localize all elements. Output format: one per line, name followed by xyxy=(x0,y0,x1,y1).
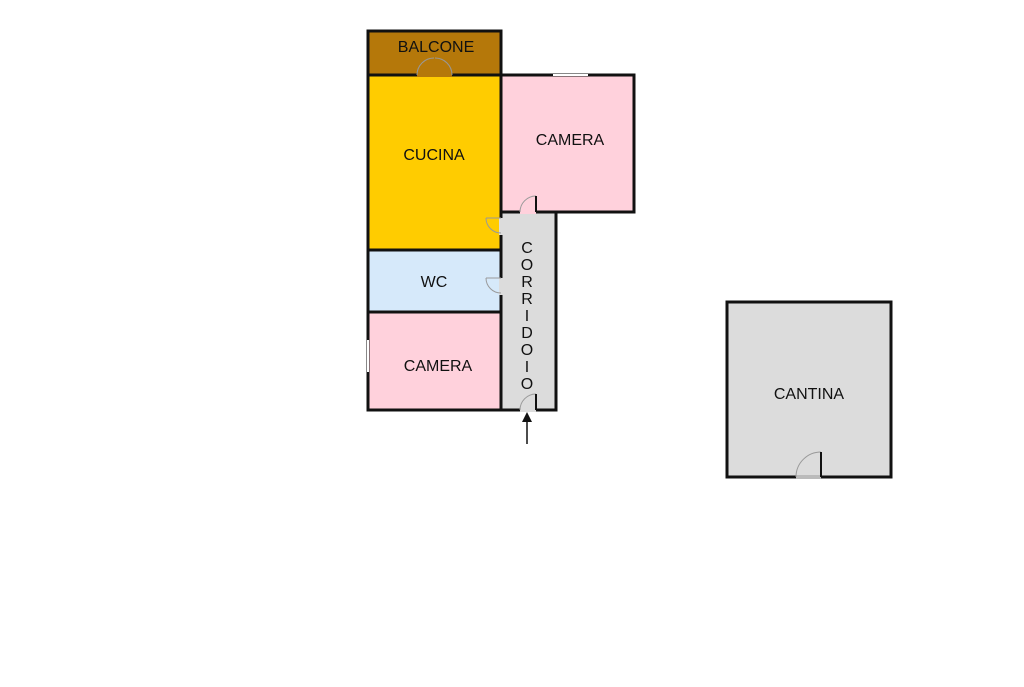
corridoio-letter: I xyxy=(525,359,529,376)
corridoio-letter: D xyxy=(521,325,533,342)
corridoio-letter: O xyxy=(521,376,533,393)
arrow-up-icon xyxy=(522,412,532,444)
doors xyxy=(367,57,822,479)
label-balcone: BALCONE xyxy=(398,39,474,56)
label-camera-bottom: CAMERA xyxy=(404,358,473,375)
corridoio-letter: O xyxy=(521,257,533,274)
corridoio-letter: O xyxy=(521,342,533,359)
corridoio-letter: R xyxy=(521,274,533,291)
label-corridoio: C O R R I D O I O xyxy=(521,240,533,393)
label-camera-top: CAMERA xyxy=(536,132,605,149)
room-corridoio xyxy=(499,210,558,412)
corridoio-letter: I xyxy=(525,308,529,325)
label-wc: WC xyxy=(421,274,448,291)
label-cucina: CUCINA xyxy=(403,147,465,164)
corridoio-letter: C xyxy=(521,240,533,257)
room-cucina xyxy=(366,73,503,252)
corridoio-letter: R xyxy=(521,291,533,308)
room-camera-bottom xyxy=(366,310,503,412)
label-cantina: CANTINA xyxy=(774,386,845,403)
